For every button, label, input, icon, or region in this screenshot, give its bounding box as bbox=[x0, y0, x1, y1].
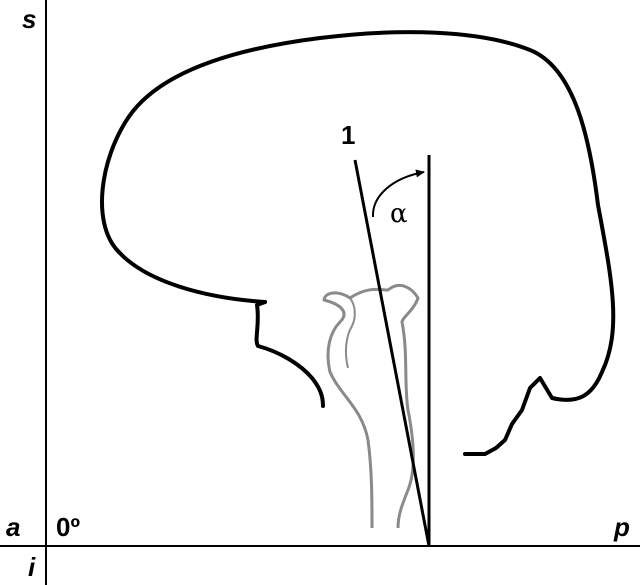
brain-outline bbox=[102, 32, 613, 454]
superior-label: s bbox=[22, 4, 36, 34]
zero-angle-label: 0º bbox=[56, 512, 80, 542]
axis-one-label: 1 bbox=[341, 120, 355, 150]
brainstem-right bbox=[350, 285, 418, 528]
posterior-label: p bbox=[613, 512, 630, 542]
anterior-label: a bbox=[6, 512, 20, 542]
cerebellum-contour bbox=[257, 302, 323, 406]
inferior-label: i bbox=[28, 552, 36, 582]
brainstem-inner bbox=[346, 298, 355, 368]
angle-alpha-label: α bbox=[390, 199, 408, 229]
brainstem-left bbox=[324, 293, 372, 528]
